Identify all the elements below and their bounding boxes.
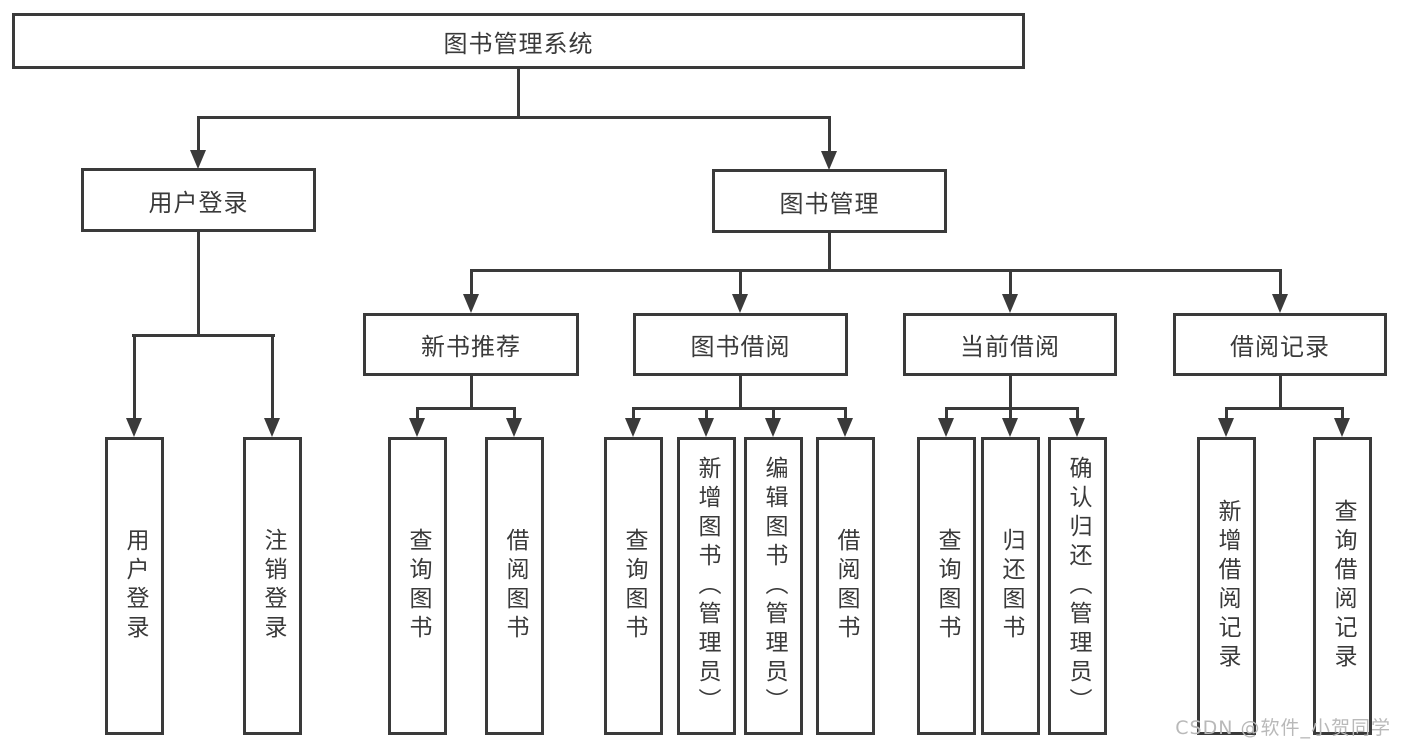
node-current-borrow: 当前借阅 bbox=[903, 313, 1117, 376]
node-label: 图书管理 bbox=[779, 189, 880, 218]
arrow-down-icon bbox=[625, 418, 641, 437]
arrow-down-icon bbox=[126, 418, 142, 437]
connector-line bbox=[470, 269, 473, 295]
arrow-down-icon bbox=[506, 418, 522, 437]
arrow-down-icon bbox=[1002, 294, 1018, 313]
arrow-down-icon bbox=[409, 418, 425, 437]
node-user-login: 用户登录 bbox=[81, 168, 316, 232]
connector-line bbox=[416, 407, 419, 420]
node-root: 图书管理系统 bbox=[12, 13, 1025, 69]
connector-line bbox=[1225, 407, 1228, 420]
leaf-add-borrow-record: 新增借阅记录 bbox=[1197, 437, 1256, 735]
connector-line bbox=[132, 334, 275, 337]
arrow-down-icon bbox=[698, 418, 714, 437]
leaf-query-borrow-record: 查询借阅记录 bbox=[1313, 437, 1372, 735]
connector-line bbox=[739, 376, 742, 409]
leaf-borrow-books: 借阅图书 bbox=[816, 437, 875, 735]
connector-line bbox=[1009, 376, 1012, 409]
leaf-return-books: 归还图书 bbox=[981, 437, 1040, 735]
connector-line bbox=[705, 407, 708, 420]
arrow-down-icon bbox=[1069, 418, 1085, 437]
node-label: 借阅图书 bbox=[833, 528, 859, 644]
arrow-down-icon bbox=[1002, 418, 1018, 437]
connector-line bbox=[828, 233, 831, 271]
connector-line bbox=[271, 334, 274, 420]
connector-line bbox=[517, 69, 520, 118]
arrow-down-icon bbox=[821, 151, 837, 170]
node-label: 新书推荐 bbox=[421, 333, 521, 361]
leaf-logout: 注销登录 bbox=[243, 437, 302, 735]
node-book-borrow: 图书借阅 bbox=[633, 313, 848, 376]
connector-line bbox=[772, 407, 775, 420]
connector-line bbox=[470, 376, 473, 409]
node-label: 用户登录 bbox=[122, 528, 148, 644]
csdn-watermark: CSDN @软件_小贺同学 bbox=[1175, 717, 1391, 739]
arrow-down-icon bbox=[938, 418, 954, 437]
node-label: 新增借阅记录 bbox=[1214, 499, 1240, 673]
node-label: 编辑图书（管理员） bbox=[761, 455, 787, 717]
connector-line bbox=[1076, 407, 1079, 420]
connector-line bbox=[844, 407, 847, 420]
connector-line bbox=[417, 407, 516, 410]
leaf-query-books-recommend: 查询图书 bbox=[388, 437, 447, 735]
connector-line bbox=[133, 334, 136, 420]
connector-line bbox=[470, 269, 1282, 272]
node-label: 查询借阅记录 bbox=[1330, 499, 1356, 673]
node-label: 借阅图书 bbox=[502, 528, 528, 644]
connector-line bbox=[1009, 407, 1012, 420]
arrow-down-icon bbox=[264, 418, 280, 437]
connector-line bbox=[197, 116, 200, 152]
connector-line bbox=[739, 269, 742, 295]
connector-line bbox=[197, 116, 831, 119]
leaf-query-books-borrow: 查询图书 bbox=[604, 437, 663, 735]
connector-line bbox=[1279, 269, 1282, 295]
leaf-confirm-return-admin: 确认归还（管理员） bbox=[1048, 437, 1107, 735]
connector-line bbox=[1009, 269, 1012, 295]
leaf-user-login: 用户登录 bbox=[105, 437, 164, 735]
connector-line bbox=[632, 407, 635, 420]
connector-line bbox=[632, 407, 846, 410]
node-label: 查询图书 bbox=[621, 528, 647, 644]
leaf-edit-books-admin: 编辑图书（管理员） bbox=[744, 437, 803, 735]
connector-line bbox=[197, 232, 200, 336]
node-borrow-record: 借阅记录 bbox=[1173, 313, 1387, 376]
arrow-down-icon bbox=[1334, 418, 1350, 437]
connector-line bbox=[1341, 407, 1344, 420]
connector-line bbox=[1279, 376, 1282, 409]
connector-line bbox=[945, 407, 948, 420]
node-label: 注销登录 bbox=[260, 528, 286, 644]
connector-line bbox=[945, 407, 1079, 410]
node-label: 当前借阅 bbox=[960, 333, 1060, 361]
arrow-down-icon bbox=[1272, 294, 1288, 313]
node-book-management: 图书管理 bbox=[712, 169, 947, 233]
node-label: 图书借阅 bbox=[690, 333, 791, 361]
leaf-borrow-books-recommend: 借阅图书 bbox=[485, 437, 544, 735]
connector-line bbox=[1225, 407, 1344, 410]
node-label: 归还图书 bbox=[998, 528, 1024, 644]
arrow-down-icon bbox=[190, 150, 206, 169]
node-label: 新增图书（管理员） bbox=[694, 455, 720, 717]
node-label: 查询图书 bbox=[934, 528, 960, 644]
connector-line bbox=[513, 407, 516, 420]
arrow-down-icon bbox=[732, 294, 748, 313]
arrow-down-icon bbox=[1218, 418, 1234, 437]
arrow-down-icon bbox=[463, 294, 479, 313]
connector-line bbox=[828, 116, 831, 152]
leaf-query-books-current: 查询图书 bbox=[917, 437, 976, 735]
node-label: 图书管理系统 bbox=[443, 29, 594, 58]
node-label: 借阅记录 bbox=[1230, 333, 1330, 361]
leaf-add-books-admin: 新增图书（管理员） bbox=[677, 437, 736, 735]
node-label: 查询图书 bbox=[405, 528, 431, 644]
node-new-book-recommend: 新书推荐 bbox=[363, 313, 579, 376]
arrow-down-icon bbox=[765, 418, 781, 437]
arrow-down-icon bbox=[837, 418, 853, 437]
node-label: 确认归还（管理员） bbox=[1065, 455, 1091, 717]
node-label: 用户登录 bbox=[148, 188, 249, 217]
